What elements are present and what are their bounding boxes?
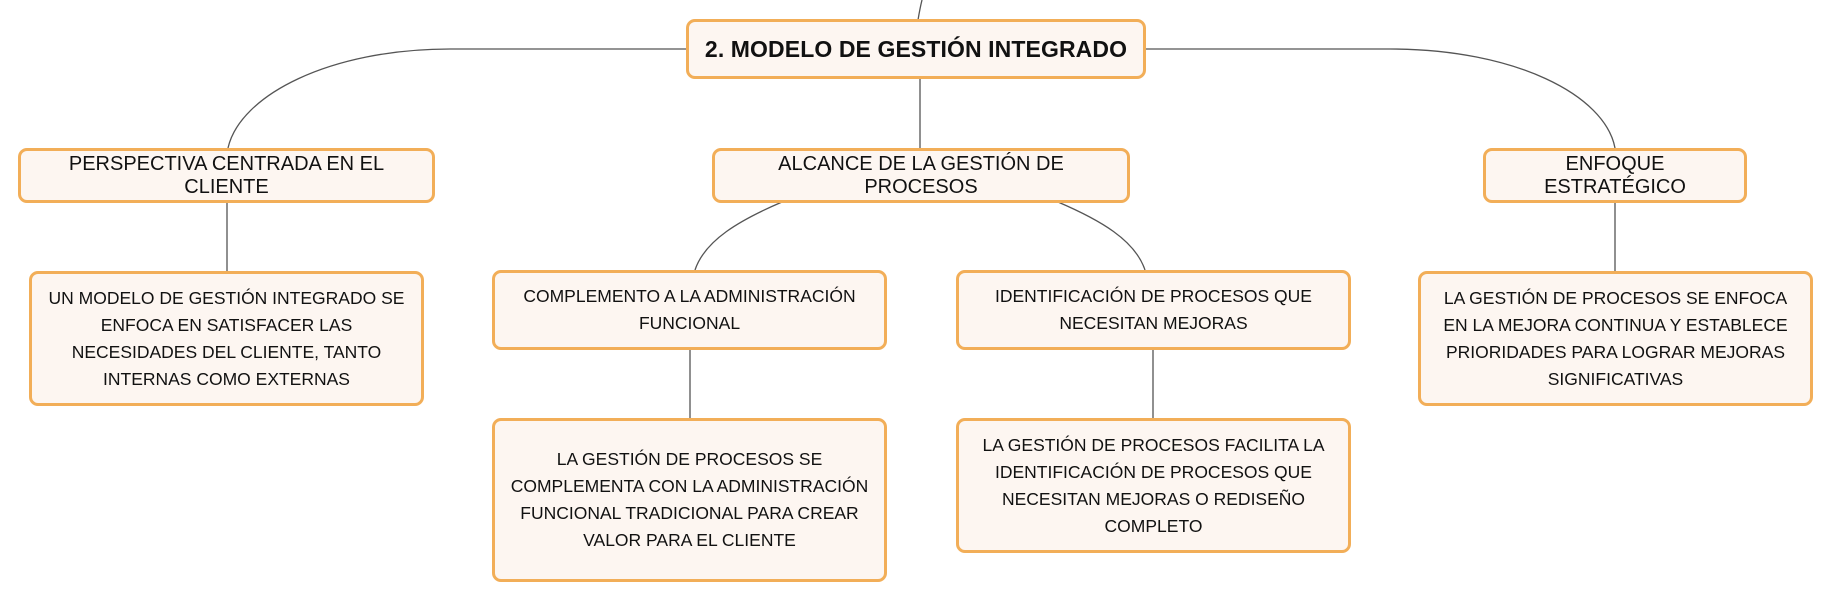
detail-node-complemento-text: LA GESTIÓN DE PROCESOS SE COMPLEMENTA CO… bbox=[510, 449, 869, 550]
detail-node-cliente-text: UN MODELO DE GESTIÓN INTEGRADO SE ENFOCA… bbox=[48, 287, 405, 389]
connector-parent-to-root bbox=[917, 0, 923, 21]
detail-node-identificacion[interactable]: LA GESTIÓN DE PROCESOS FACILITA LA IDENT… bbox=[956, 418, 1351, 553]
subbranch-node-complemento-label: COMPLEMENTO A LA ADMINISTRACIÓN FUNCIONA… bbox=[523, 286, 856, 333]
detail-node-estrategico[interactable]: LA GESTIÓN DE PROCESOS SE ENFOCA EN LA M… bbox=[1418, 271, 1813, 406]
branch-node-alcance[interactable]: ALCANCE DE LA GESTIÓN DE PROCESOS bbox=[712, 148, 1130, 203]
branch-node-estrategico[interactable]: ENFOQUE ESTRATÉGICO bbox=[1483, 148, 1747, 203]
connector-root-to-estrategico bbox=[1145, 48, 1616, 149]
subbranch-node-complemento[interactable]: COMPLEMENTO A LA ADMINISTRACIÓN FUNCIONA… bbox=[492, 270, 887, 350]
branch-node-cliente[interactable]: PERSPECTIVA CENTRADA EN EL CLIENTE bbox=[18, 148, 435, 203]
branch-node-cliente-label: PERSPECTIVA CENTRADA EN EL CLIENTE bbox=[68, 152, 385, 198]
subbranch-node-identificacion-label: IDENTIFICACIÓN DE PROCESOS QUE NECESITAN… bbox=[995, 286, 1312, 333]
detail-node-complemento[interactable]: LA GESTIÓN DE PROCESOS SE COMPLEMENTA CO… bbox=[492, 418, 887, 582]
connector-alcance-to-identificacion bbox=[1057, 201, 1146, 271]
detail-node-identificacion-text: LA GESTIÓN DE PROCESOS FACILITA LA IDENT… bbox=[982, 434, 1325, 536]
root-node[interactable]: 2. MODELO DE GESTIÓN INTEGRADO bbox=[686, 19, 1146, 79]
root-node-label: 2. MODELO DE GESTIÓN INTEGRADO bbox=[704, 35, 1128, 62]
branch-node-estrategico-label: ENFOQUE ESTRATÉGICO bbox=[1544, 152, 1686, 198]
detail-node-cliente[interactable]: UN MODELO DE GESTIÓN INTEGRADO SE ENFOCA… bbox=[29, 271, 424, 406]
connector-alcance-to-complemento bbox=[694, 201, 783, 271]
subbranch-node-identificacion[interactable]: IDENTIFICACIÓN DE PROCESOS QUE NECESITAN… bbox=[956, 270, 1351, 350]
connector-root-to-cliente bbox=[227, 48, 688, 149]
branch-node-alcance-label: ALCANCE DE LA GESTIÓN DE PROCESOS bbox=[778, 152, 1064, 198]
detail-node-estrategico-text: LA GESTIÓN DE PROCESOS SE ENFOCA EN LA M… bbox=[1443, 287, 1788, 389]
